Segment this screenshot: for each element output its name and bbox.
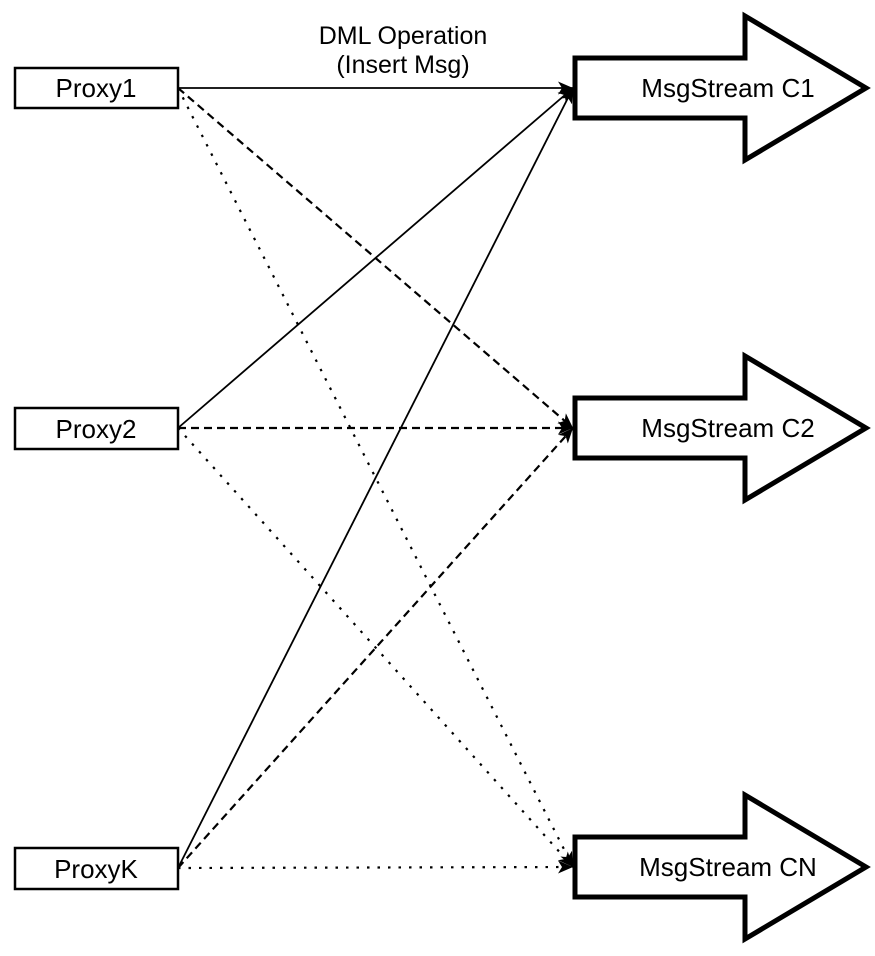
edge-proxyK-c2: [177, 427, 574, 869]
proxy1-label: Proxy1: [56, 73, 137, 103]
stream-node-c2: MsgStream C2: [572, 351, 871, 505]
c1-label: MsgStream C1: [641, 73, 814, 103]
stream-node-c1: MsgStream C1: [572, 11, 871, 165]
edge-proxyK-c1: [177, 87, 574, 869]
proxy-node-proxy1: Proxy1: [13, 66, 180, 110]
proxy2-label: Proxy2: [56, 414, 137, 444]
proxy-node-proxy2: Proxy2: [13, 406, 180, 451]
edge-proxy2-cn: [177, 427, 574, 868]
cn-arrow-shape: [572, 790, 871, 944]
proxy2-box: [13, 406, 180, 451]
edges-layer: [177, 81, 574, 874]
edge-proxyK-cn: [177, 860, 574, 874]
proxy-node-proxyK: ProxyK: [13, 846, 180, 891]
proxy1-box: [13, 66, 180, 110]
c2-arrow-shape: [572, 351, 871, 505]
c2-label: MsgStream C2: [641, 413, 814, 443]
c1-arrow-shape: [572, 11, 871, 165]
proxyK-box: [13, 846, 180, 891]
cn-label: MsgStream CN: [639, 852, 817, 882]
edge-proxy1-c2: [177, 87, 574, 429]
diagram-title-line1: DML Operation: [319, 22, 488, 50]
diagram-title-line2: (Insert Msg): [336, 51, 469, 79]
proxyK-label: ProxyK: [54, 854, 138, 884]
stream-node-cn: MsgStream CN: [572, 790, 871, 944]
